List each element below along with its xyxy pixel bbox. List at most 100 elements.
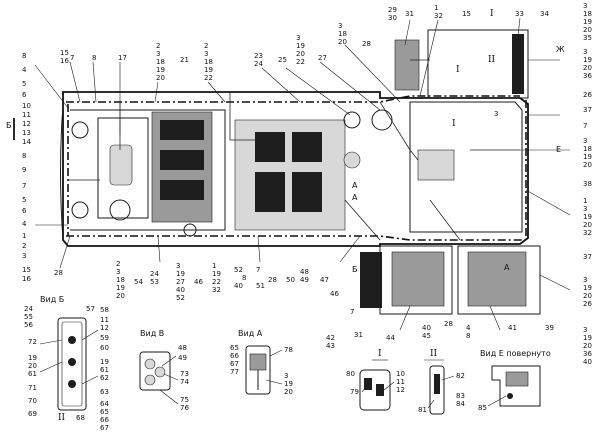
- callout-num: 35: [583, 34, 592, 42]
- callout-num: 12: [396, 386, 405, 394]
- callout-num: 19: [583, 56, 592, 64]
- leader-line: [339, 235, 361, 263]
- callout-num: 19: [100, 358, 109, 366]
- callout-num: 24: [254, 60, 263, 68]
- callout-num: 40: [583, 358, 592, 366]
- callout-num: 7: [22, 182, 26, 190]
- callout-num: 26: [583, 91, 592, 99]
- callout-num: 76: [180, 404, 189, 412]
- callout-num: 39: [545, 324, 554, 332]
- leader-line: [361, 383, 369, 393]
- callout-num: 2: [204, 42, 208, 50]
- callout-num: 16: [60, 57, 69, 65]
- battery-box-left: [391, 251, 445, 307]
- front-hull-curve: [60, 105, 64, 241]
- switch-housing: [245, 345, 271, 395]
- callout-num: 29: [388, 6, 397, 14]
- callout-num: 20: [28, 362, 37, 370]
- callout-num: 51: [256, 282, 265, 290]
- battery-box-right: [467, 251, 527, 307]
- callout-num: 54: [134, 278, 143, 286]
- callout-num: 37: [583, 106, 592, 114]
- leader-line: [427, 399, 435, 409]
- leader-line: [81, 375, 99, 385]
- callout-num: 56: [24, 321, 33, 329]
- harness-bottom: [66, 235, 525, 241]
- callout-num: 19: [28, 354, 37, 362]
- callout-num: 8: [466, 332, 470, 340]
- bottom-compartment-right: [457, 245, 541, 315]
- callout-num: 47: [320, 276, 329, 284]
- view-arrow-letter: Б: [352, 265, 358, 274]
- harness-top: [66, 95, 520, 103]
- headlight-right: [71, 201, 89, 219]
- detail-view-a: Вид А 65 66 67 77 78 3 19 20: [230, 329, 293, 396]
- top-right-box: [427, 29, 529, 99]
- callout-num: 69: [28, 410, 37, 418]
- callout-num: 18: [156, 58, 165, 66]
- callout-num: 58: [100, 306, 109, 314]
- callout-num: 21: [180, 56, 189, 64]
- connector-panel-inner: [61, 321, 83, 407]
- callout-num: 3: [583, 276, 587, 284]
- lamp-contact: [434, 374, 440, 394]
- callout-num: 28: [54, 269, 63, 277]
- bracket-plate: [505, 371, 529, 387]
- callout-num: 40: [176, 286, 185, 294]
- roman-label: I: [452, 119, 456, 129]
- leader-line: [159, 389, 179, 405]
- callout-num: 31: [354, 331, 363, 339]
- callout-num: 52: [176, 294, 185, 302]
- callout-num: 11: [22, 111, 31, 119]
- rear-unit: [417, 149, 455, 181]
- callout-num: 3: [284, 372, 288, 380]
- view-title: Вид Е повернуто: [480, 349, 551, 358]
- engine-cylinder-head-1: [160, 120, 204, 140]
- callout-num: 40: [234, 282, 243, 290]
- engine-part-c: [255, 172, 285, 212]
- callout-num: 7: [70, 54, 74, 62]
- callout-num: 60: [100, 344, 109, 352]
- callout-num: 2: [22, 242, 26, 250]
- callout-num: 7: [583, 122, 587, 130]
- relay-block: [360, 252, 382, 308]
- leader-line: [441, 375, 455, 381]
- callout-num: 8: [22, 52, 26, 60]
- main-engine: [234, 119, 346, 231]
- callout-num: 61: [100, 366, 109, 374]
- callout-num: 19: [176, 270, 185, 278]
- engine-part-a: [255, 132, 285, 162]
- view-arrow-letter: Б: [6, 121, 12, 130]
- view-title: Вид В: [140, 329, 164, 338]
- view-title: Вид А: [238, 329, 263, 338]
- leader-line: [163, 373, 179, 381]
- callout-num: 53: [150, 278, 159, 286]
- connector-pin: [68, 358, 76, 366]
- callout-num: 65: [100, 408, 109, 416]
- callout-num: 19: [583, 153, 592, 161]
- callout-num: 83: [456, 392, 465, 400]
- connector-pin: [68, 336, 76, 344]
- detail-view-i: I 80 79 10 11 12: [346, 349, 405, 411]
- callout-num: 1: [212, 262, 216, 270]
- engine-cylinder-head-3: [160, 180, 204, 200]
- callout-num: 71: [28, 384, 37, 392]
- leader-line: [39, 339, 63, 345]
- view-title: Вид Б: [40, 295, 64, 304]
- view-arrow-letter: Е: [556, 145, 561, 154]
- bolt: [507, 393, 513, 399]
- callout-num: 66: [230, 352, 239, 360]
- wire-rear-3: [429, 199, 461, 241]
- callout-num: 14: [22, 138, 31, 146]
- callout-num: 85: [478, 404, 487, 412]
- leader-line: [525, 189, 571, 216]
- callout-num: 65: [230, 344, 239, 352]
- callout-num: 8: [92, 54, 96, 62]
- turret-ring-small: [371, 109, 393, 131]
- callout-num: 49: [300, 276, 309, 284]
- callout-num: 20: [583, 342, 592, 350]
- callout-num: 75: [180, 396, 189, 404]
- inner-hull-line: [70, 109, 226, 231]
- callout-num: 28: [444, 320, 453, 328]
- leader-line: [81, 329, 99, 341]
